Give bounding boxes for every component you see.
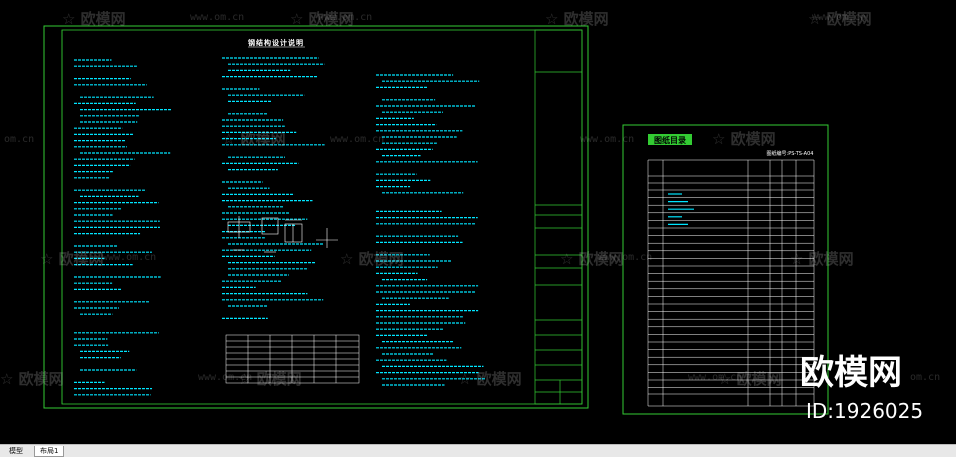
- watermark-url: www.om.cn: [598, 252, 653, 263]
- watermark-url: om.cn: [910, 372, 941, 383]
- watermark-url: om.cn: [4, 134, 35, 145]
- brand-logo-text: 欧模网: [800, 353, 902, 393]
- drawing-list-title: 图纸目录: [654, 135, 686, 145]
- watermark-logo: ☆ 欧模网: [808, 10, 872, 28]
- cad-model-space[interactable]: 钢结构设计说明 图纸目录 图纸编号:PS-TS-A04: [0, 0, 956, 444]
- notes-title: 钢结构设计说明: [248, 38, 304, 47]
- watermark-logo: ☆ 欧模网: [40, 250, 104, 268]
- watermark-logo: ☆ 欧模网: [458, 370, 522, 388]
- watermark-logo: ☆ 欧模网: [0, 370, 64, 388]
- watermark-url: www.om.cn: [580, 134, 635, 145]
- detail-sketches: [227, 216, 338, 253]
- watermark-logo: ☆ 欧模网: [340, 250, 404, 268]
- tab-layout-1[interactable]: 布局1: [34, 446, 65, 457]
- weld-table: [225, 334, 360, 384]
- title-block: [534, 29, 583, 405]
- watermark-logo: ☆ 欧模网: [238, 370, 302, 388]
- watermark-logo: ☆ 欧模网: [290, 10, 354, 28]
- drawing-list-table: [647, 159, 815, 407]
- tab-model[interactable]: 模型: [9, 447, 23, 455]
- notes-column-1: [74, 59, 172, 396]
- brand-id: ID:1926025: [806, 399, 924, 423]
- watermark-url: www.om.cn: [318, 12, 373, 23]
- watermark-logo: ☆ 欧模网: [545, 10, 609, 28]
- watermark-url: www.om.cn: [812, 12, 867, 23]
- notes-column-2: [222, 57, 325, 319]
- main-sheet-frame: [43, 25, 589, 409]
- watermark-url: www.om.cn: [688, 372, 743, 383]
- watermark-logo: ☆ 欧模网: [62, 10, 126, 28]
- watermark-logo: ☆ 欧模网: [712, 130, 776, 148]
- drawing-list-sheet: [622, 124, 829, 415]
- watermark-logo: ☆ 欧模网: [790, 250, 854, 268]
- watermark-logo: ☆ 欧模网: [560, 250, 624, 268]
- watermark-logo: ☆ 欧模网: [718, 370, 782, 388]
- main-sheet-inner-frame: [61, 29, 583, 405]
- watermark-url: www.om.cn: [198, 372, 253, 383]
- watermark-url: www.om.cn: [330, 134, 385, 145]
- drawing-list-title-box: [648, 134, 692, 145]
- watermark-url: www.om.cn: [102, 252, 157, 263]
- layout-tab-bar: 模型 布局1: [0, 444, 956, 457]
- drawing-list-number: 图纸编号:PS-TS-A04: [767, 150, 814, 157]
- notes-column-3: [376, 74, 486, 386]
- watermark-url: www.om.cn: [190, 12, 245, 23]
- watermark-logo: ☆ 欧模网: [222, 130, 286, 148]
